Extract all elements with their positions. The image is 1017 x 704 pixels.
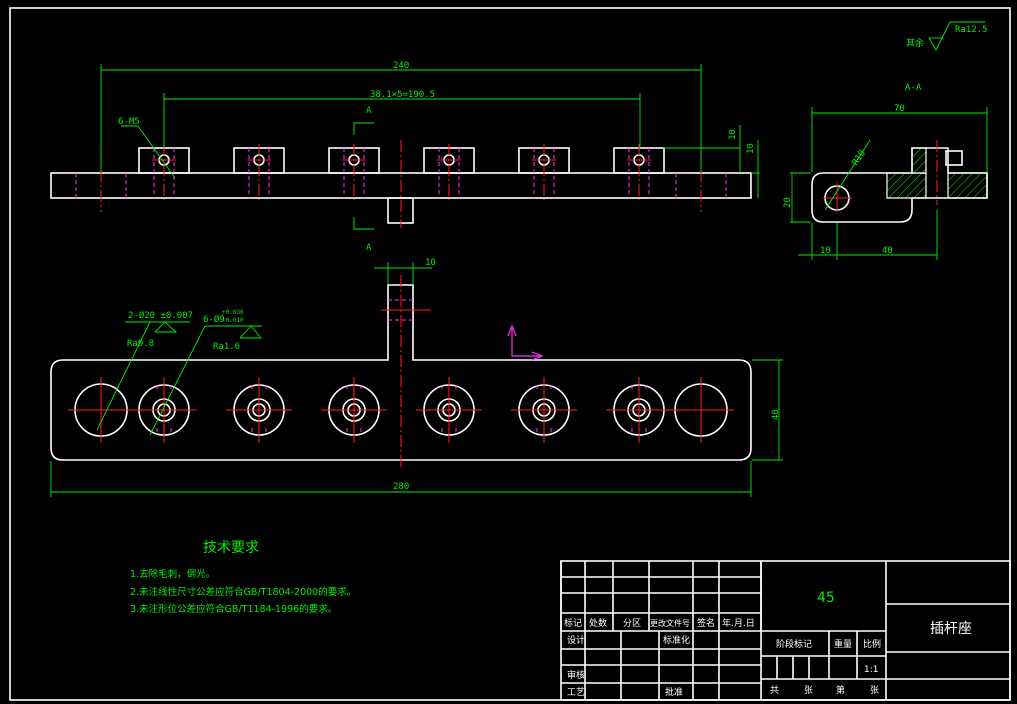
dim-280: 280 [393,482,409,492]
lug-1 [138,144,190,200]
tb-process: 工艺 [567,687,585,698]
tb-sheet-4: 张 [870,685,879,696]
top-outline [50,284,752,461]
section-hatch-left [886,172,927,199]
mounting-hole [511,377,577,443]
dim-ra08: Ra0.8 [127,339,154,349]
dim-r10: R10 [851,149,869,168]
tb-approve: 批准 [665,686,683,698]
tb-review: 审核 [567,669,585,681]
section-title: A-A [905,83,922,93]
tb-sheet-1: 共 [770,685,779,696]
tb-ratio-label: 比例 [863,638,881,650]
front-dimensions: 240 38.1×5=190.5 10 10 6-M5 [100,61,760,198]
ucs-icon [511,328,540,357]
mounting-hole [131,377,197,443]
tb-h-mark: 标记 [564,617,582,629]
tb-ratio: 1:1 [864,665,878,675]
dim-20: 20 [783,197,793,208]
bore-hole [668,377,734,443]
tb-h-docno: 更改文件号 [650,618,690,628]
front-view: A A [50,106,752,253]
mounting-hole [321,377,387,443]
roughness-label: 其余 [906,37,924,49]
dim-boss-10: 10 [425,258,436,268]
lug-6 [613,144,665,200]
tb-material: 45 [817,590,835,606]
notes-item-2: 2.未注线性尺寸公差应符合GB/T1804-2000的要求。 [130,586,356,598]
dim-w10: 10 [820,246,831,256]
title-block: 45 插杆座 阶段标记 重量 比例 1:1 共 张 第 张 标记 处数 分区 更… [560,560,1011,701]
dim-6-d9-lo: -0.010 [222,317,244,324]
mounting-hole [416,377,482,443]
tb-part-name: 插杆座 [930,621,972,637]
lug-2 [233,144,285,200]
bore-hole [68,377,134,443]
tb-design: 设计 [567,634,585,646]
tb-sheet-3: 第 [836,684,845,696]
drawing-border [9,7,1011,701]
front-lugs [138,144,665,200]
dim-pitch: 38.1×5=190.5 [370,90,435,100]
section-body [811,147,988,223]
notes-title: 技术要求 [203,540,259,556]
tb-standardize: 标准化 [663,634,690,646]
roughness-value: Ra12.5 [955,25,988,35]
tb-weight: 重量 [834,638,852,650]
section-hatch-right [947,172,988,199]
lug-3 [328,144,380,200]
top-view [50,275,752,468]
dim-240: 240 [393,61,409,71]
dim-2-d20: 2-Ø20 ±0.007 [128,310,193,321]
mounting-hole [606,377,672,443]
section-mark-a-bottom: A [366,243,372,253]
dim-10b: 10 [746,143,756,154]
top-holes [68,377,734,443]
dim-70: 70 [894,104,905,114]
lug-5 [518,144,570,200]
dim-ra16: Ra1.6 [213,342,240,352]
dim-40: 40 [771,409,781,420]
notes-item-1: 1.去除毛刺，倒光。 [130,568,215,580]
section-screw [945,150,963,166]
technical-notes: 技术要求 1.去除毛刺，倒光。 2.未注线性尺寸公差应符合GB/T1804-20… [130,540,356,615]
roughness-symbol: 其余 Ra12.5 [906,21,988,51]
lug-4 [423,144,475,200]
section-view: A-A 70 R10 20 10 40 [783,83,988,260]
dim-6-m5: 6-M5 [118,117,140,127]
dim-10a: 10 [728,129,738,140]
mounting-hole [226,377,292,443]
section-mark-a-top: A [366,106,372,116]
section-cut-top [353,122,374,135]
tb-stage: 阶段标记 [776,638,812,650]
dim-6-d9: 6-Ø9 [203,314,225,325]
top-dimensions: 10 2-Ø20 ±0.007 Ra0.8 6-Ø9 +0.036 -0.010… [50,258,783,497]
notes-item-3: 3.未注形位公差应符合GB/T1184-1996的要求。 [130,603,337,615]
tb-sheet-2: 张 [804,685,813,696]
section-cut-bottom [353,217,374,230]
tb-h-date: 年.月.日 [722,617,755,629]
tb-h-zone: 分区 [623,618,641,629]
section-hatch-top [911,147,927,174]
tb-h-count: 处数 [589,617,607,629]
tb-h-sign: 签名 [697,617,715,629]
dim-6-d9-up: +0.036 [222,309,244,316]
dim-w40: 40 [882,246,893,256]
